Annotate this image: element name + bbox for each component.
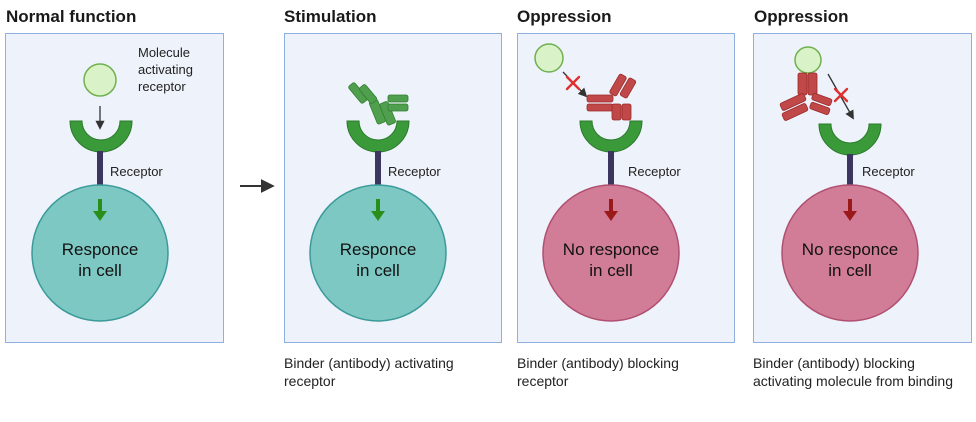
molecule-label-line-1: Molecule	[138, 45, 190, 60]
cell-text-line-1: Responce	[62, 240, 139, 259]
block-x-icon	[833, 87, 849, 103]
receptor-icon	[346, 120, 410, 187]
cell-text-line-1: Responce	[340, 240, 417, 259]
receptor-label: Receptor	[110, 164, 163, 179]
cell-text-line-2: in cell	[589, 261, 632, 280]
panel-2-caption: Binder (antibody) activating receptor	[284, 355, 454, 389]
responsive-cell	[31, 184, 169, 322]
panel-2-graphics: Receptor Responce in cell	[309, 82, 447, 322]
cell-text-line-2: in cell	[78, 261, 121, 280]
panel-3-graphics: Receptor No responce in cell	[534, 43, 681, 322]
panel-3-caption: Binder (antibody) blocking receptor	[517, 355, 679, 389]
activating-molecule	[794, 46, 822, 74]
receptor-label: Receptor	[388, 164, 441, 179]
blocking-antibody-icon	[586, 73, 637, 121]
cell-text-line-1: No responce	[802, 240, 898, 259]
panel-3-title: Oppression	[517, 7, 612, 26]
no-response-arrow	[843, 199, 857, 221]
molecule-label-line-2: activating	[138, 62, 193, 77]
responsive-cell	[309, 184, 447, 322]
molecule-label-line-3: receptor	[138, 79, 186, 94]
receptor-icon	[818, 123, 882, 187]
activating-antibody-icon	[348, 82, 409, 126]
cell-text-line-2: in cell	[356, 261, 399, 280]
panel-1-title: Normal function	[6, 7, 137, 26]
cell-text-line-1: No responce	[563, 240, 659, 259]
receptor-label: Receptor	[862, 164, 915, 179]
receptor-icon	[579, 120, 643, 187]
cell-text-line-2: in cell	[828, 261, 871, 280]
blocking-antibody-icon	[779, 72, 833, 121]
activating-molecule	[83, 63, 117, 97]
unresponsive-cell	[781, 184, 919, 322]
receptor-icon	[69, 120, 133, 187]
panel-4-graphics: Receptor No responce in cell	[779, 46, 919, 322]
no-response-arrow	[604, 199, 618, 221]
receptor-label: Receptor	[628, 164, 681, 179]
panel-1-graphics: Molecule activating receptor Receptor Re…	[31, 45, 193, 322]
panel-4-caption: Binder (antibody) blocking activating mo…	[753, 355, 953, 389]
unresponsive-cell	[542, 184, 680, 322]
panel-2-title: Stimulation	[284, 7, 377, 26]
activating-molecule	[534, 43, 564, 73]
block-x-icon	[565, 75, 581, 91]
response-arrow	[93, 199, 107, 221]
panel-4-title: Oppression	[754, 7, 849, 26]
response-arrow	[371, 199, 385, 221]
